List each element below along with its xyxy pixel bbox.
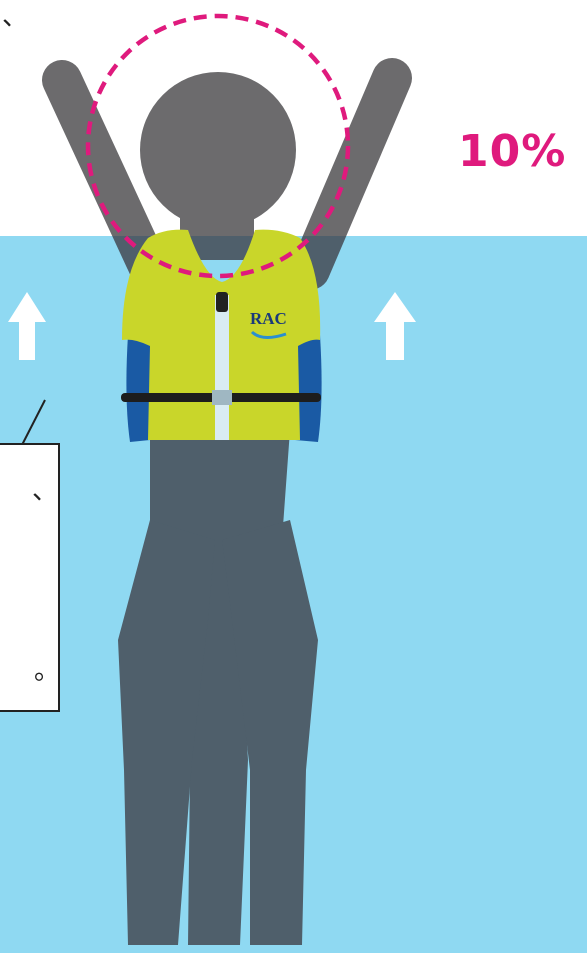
corner-text-fragment: 、	[2, 0, 32, 36]
vest-buckle	[212, 390, 232, 405]
vest-logo-text: RAC	[250, 309, 287, 328]
callout-comma: 、	[32, 470, 58, 507]
callout-period: 。	[34, 650, 60, 687]
vest-zipper-strip	[215, 295, 229, 440]
percentage-label: 10%	[458, 126, 566, 177]
vest-zipper-pull	[216, 292, 228, 312]
